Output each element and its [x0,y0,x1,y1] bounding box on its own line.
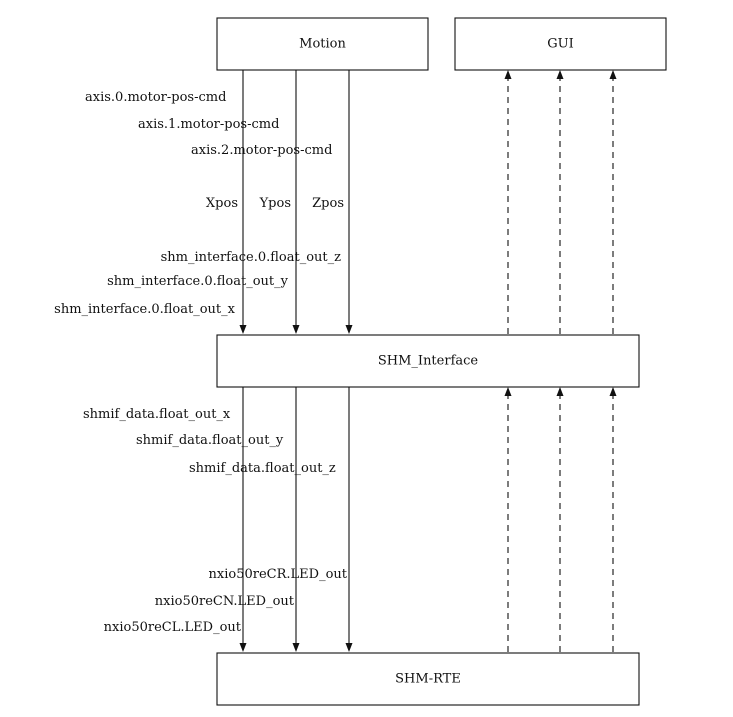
x-arrowhead-lower [239,643,247,652]
shm-interface-to-shm-rte-connectors [239,387,353,652]
shm-interface-input-label-x: shm_interface.0.float_out_x [54,302,236,317]
motion-output-label-0: axis.0.motor-pos-cmd [85,90,226,105]
shm-interface-output-labels: shmif_data.float_out_x shmif_data.float_… [83,407,336,476]
motion-box [216,17,429,71]
signal-labels: Xpos Ypos Zpos [206,196,344,211]
x-arrowhead-upper [239,325,247,334]
shm-interface-output-label-y: shmif_data.float_out_y [136,433,284,448]
feedback-2-arrowhead-lower [556,387,564,396]
z-arrowhead-lower [345,643,353,652]
motion-label: Motion [299,37,346,52]
shm-interface-input-label-y: shm_interface.0.float_out_y [107,274,289,289]
feedback-3-arrowhead-lower [609,387,617,396]
motion-to-shm-interface-connectors [239,70,353,334]
shm-rte-input-label-cn: nxio50reCN.LED_out [155,594,295,609]
signal-label-ypos: Ypos [259,196,291,211]
shm-interface-input-labels: shm_interface.0.float_out_z shm_interfac… [54,250,341,317]
shm-rte-to-shm-interface-feedback [504,387,617,652]
motion-output-label-1: axis.1.motor-pos-cmd [138,117,279,132]
shm-interface-output-label-z: shmif_data.float_out_z [189,461,336,476]
shm-rte-label: SHM-RTE [395,672,461,687]
shm-interface-output-label-x: shmif_data.float_out_x [83,407,231,422]
signal-label-xpos: Xpos [206,196,238,211]
y-arrowhead-upper [292,325,300,334]
feedback-3-arrowhead-upper [609,70,617,79]
motion-block: Motion [216,17,429,71]
shm-interface-block: SHM_Interface [216,334,640,388]
shm-rte-box [216,652,640,706]
motion-output-label-2: axis.2.motor-pos-cmd [191,143,332,158]
shm-interface-to-gui-feedback [504,70,617,334]
shm-rte-input-label-cl: nxio50reCL.LED_out [104,620,242,635]
feedback-2-arrowhead-upper [556,70,564,79]
shm-rte-input-label-cr: nxio50reCR.LED_out [209,567,348,582]
signal-label-zpos: Zpos [312,196,344,211]
shm-rte-block: SHM-RTE [216,652,640,706]
z-arrowhead-upper [345,325,353,334]
feedback-1-arrowhead-lower [504,387,512,396]
gui-box [454,17,667,71]
shm-rte-input-labels: nxio50reCR.LED_out nxio50reCN.LED_out nx… [104,567,348,635]
shm-interface-input-label-z: shm_interface.0.float_out_z [161,250,342,265]
motion-output-labels: axis.0.motor-pos-cmd axis.1.motor-pos-cm… [85,90,332,158]
gui-label: GUI [547,37,573,52]
shm-interface-box [216,334,640,388]
gui-block: GUI [454,17,667,71]
shm-interface-label: SHM_Interface [378,354,479,369]
y-arrowhead-lower [292,643,300,652]
feedback-1-arrowhead-upper [504,70,512,79]
